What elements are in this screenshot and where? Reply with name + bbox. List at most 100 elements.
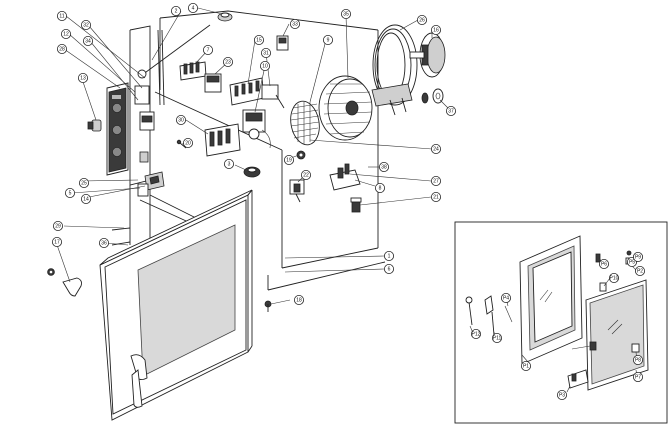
callout-label: 15: [256, 37, 262, 43]
callout-10: 10: [259, 61, 270, 72]
thermostat-icon: [242, 109, 271, 149]
inset-callout-label: P9: [635, 254, 641, 260]
inset-callout-p7: P7: [633, 371, 644, 382]
callout-label: 14: [83, 196, 89, 202]
callout-label: 28: [59, 46, 65, 52]
heating-element-icon: [371, 24, 418, 116]
callout-18: 18: [293, 294, 304, 305]
callout-label: 32: [83, 22, 89, 28]
callout-label: 22: [303, 172, 309, 178]
screw-icon: [176, 139, 187, 149]
callout-19: 19: [283, 154, 294, 165]
callout-label: 10: [262, 63, 268, 69]
callout-36: 36: [99, 237, 110, 248]
callout-15: 15: [253, 35, 264, 46]
callout-21: 21: [430, 191, 441, 202]
inset-callout-p3: P3: [557, 389, 568, 400]
relay-icon: [204, 73, 222, 93]
callout-31: 31: [260, 48, 271, 59]
callout-26: 26: [416, 14, 427, 25]
callout-label: 21: [433, 194, 439, 200]
callout-label: 2: [175, 8, 178, 14]
inset-callout-p9: P9: [633, 251, 644, 262]
outer-glass-pane: [585, 279, 649, 391]
inset-callout-label: P2: [637, 268, 643, 274]
switch-icon: [276, 35, 289, 51]
callout-25: 25: [79, 177, 90, 188]
sensor-bracket-icon: [329, 163, 361, 191]
callout-4: 4: [187, 3, 198, 13]
callout-1: 1: [383, 250, 394, 261]
callout-8: 8: [374, 182, 385, 193]
inset-callout-p8: P8: [633, 354, 644, 365]
callout-30: 30: [175, 115, 186, 126]
inset-callout-label: P12: [472, 331, 481, 337]
callout-label: 8: [379, 185, 382, 191]
callout-27: 27: [430, 175, 441, 186]
fan-grill-icon: [290, 100, 320, 146]
callout-label: 29: [55, 223, 61, 229]
lamp-holder-icon: [289, 179, 305, 203]
callout-label: 12: [63, 31, 69, 37]
callout-6: 6: [383, 263, 394, 274]
column-fittings: [134, 85, 155, 163]
callout-label: 7: [207, 47, 210, 53]
washer-icon: [421, 88, 444, 104]
inset-callout-label: P8: [635, 357, 641, 363]
callout-12: 12: [61, 28, 72, 39]
callout-label: 24: [433, 146, 439, 152]
callout-label: 25: [81, 180, 87, 186]
callout-28: 28: [57, 44, 68, 55]
callout-2: 2: [170, 6, 181, 16]
inset-callout-label: P7: [635, 374, 641, 380]
callout-label: 9: [327, 37, 330, 43]
foot-icon: [350, 197, 362, 213]
bottom-screw-icon: [264, 300, 272, 312]
callout-label: 1: [388, 253, 391, 259]
fan-guard-clip-icon: [243, 166, 261, 178]
callout-label: 34: [85, 38, 91, 44]
callout-20: 20: [182, 137, 193, 148]
contactor-icon: [204, 123, 241, 157]
fan-motor-icon: [409, 32, 446, 78]
inset-callout-label: P11: [493, 335, 502, 341]
callout-label: 16: [433, 27, 439, 33]
callout-label: 3: [228, 161, 231, 167]
terminal-block-icon: [179, 61, 207, 81]
inner-door-frame: [519, 235, 583, 365]
callout-38: 38: [378, 161, 389, 172]
callout-label: 19: [286, 157, 292, 163]
cap-icon: [217, 12, 233, 22]
callout-11: 11: [57, 10, 68, 21]
callout-7: 7: [202, 45, 213, 56]
fan-wheel-icon: [318, 75, 373, 141]
callout-33: 33: [289, 18, 300, 29]
leader-lines: [55, 7, 452, 305]
callout-9: 9: [322, 35, 333, 46]
inset-callout-p11: P11: [491, 332, 502, 343]
callout-35: 35: [340, 8, 351, 19]
nut-icon: [296, 150, 306, 160]
callout-24: 24: [430, 143, 441, 154]
callout-label: 33: [292, 21, 298, 27]
callout-label: 6: [388, 266, 391, 272]
callout-29: 29: [53, 220, 64, 231]
inset-callout-label: P5: [629, 259, 635, 265]
inset-callout-label: P4: [503, 295, 509, 301]
callout-label: 37: [448, 108, 454, 114]
oven-door: [99, 189, 253, 421]
callout-label: 31: [263, 50, 269, 56]
inset-callout-p4: P4: [500, 292, 511, 303]
callout-37: 37: [445, 106, 456, 117]
callout-label: 26: [419, 17, 425, 23]
knob-icon: [87, 119, 102, 132]
handle-screw-icon: [47, 268, 82, 297]
callout-label: 4: [192, 5, 195, 11]
callout-32: 32: [81, 19, 92, 30]
callout-label: 30: [178, 117, 184, 123]
callout-label: 38: [381, 164, 387, 170]
